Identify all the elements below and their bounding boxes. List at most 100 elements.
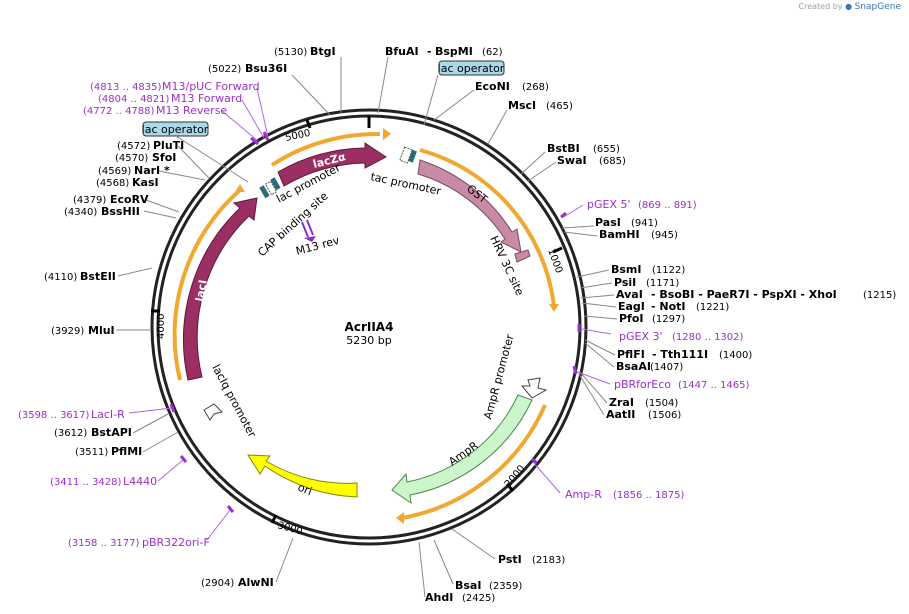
m13rev-primer-marks [301,219,316,242]
site-msci: MscI [508,99,536,112]
site-avai: AvaI [616,288,643,301]
site-kasi-pos: (4568) [96,178,129,189]
site-nari-pos: (4569) [98,166,131,177]
site-swai-pos: (685) [599,156,626,167]
leader-ampr-primer [532,461,561,494]
site-bstapi-pos: (3612) [54,428,87,439]
site-bstbi: BstBI [547,142,580,155]
tac-promoter-marker [408,149,417,163]
tick-3000 [270,514,278,524]
tick-5000 [305,119,312,129]
leader-bstbi [520,151,546,175]
site-mlui-pos: (3929) [51,326,84,337]
leader-aatii [578,373,605,416]
site-bsai-pos: (2359) [489,581,522,592]
m13rev-arrow [304,236,316,242]
leader-l4440 [157,459,184,482]
laci-label: lacI [193,279,210,303]
site-bstapi: BstAPI [91,426,132,439]
ori-feature [247,454,358,498]
leader-eagi [581,302,617,308]
leader-msci [487,109,508,145]
primer-m13fwd-pos: (4804 .. 4821) [98,94,170,105]
primer-ampr-pos: (1856 .. 1875) [613,490,685,501]
site-psti: PstI [498,553,522,566]
m13rev-mark-2 [306,219,314,236]
leader-pfoi [583,315,618,320]
site-avai-rest: - BsoBI - PaeR7I - PspXI - XhoI [651,288,837,301]
credit-brand: SnapGene [854,2,901,12]
site-sfoi: SfoI [152,151,176,164]
primer-pbr322: pBR322ori-F [142,536,210,549]
primer-tick-m13rev [250,136,259,146]
site-bsu36i: Bsu36I [245,62,287,75]
primer-pgex5: pGEX 5' [587,198,631,211]
orf-head-gst [549,304,559,312]
leader-bfuai [377,56,389,114]
lac-operator-left-box [142,121,209,137]
orf-arc-gst [419,148,556,308]
primer-pgex3-pos: (1280 .. 1302) [672,332,744,343]
leader-lines [116,56,618,598]
site-psti-pos: (2183) [532,555,565,566]
site-bfuai-sep: - [427,45,432,58]
site-mlui: MluI [88,324,115,337]
site-avai-pos: (1215) [863,290,896,301]
site-bsmi: BsmI [611,263,642,276]
site-bsu36i-pos: (5022) [208,64,241,75]
site-zrai: ZraI [609,396,634,409]
primer-pbrforeco: pBRforEco [614,378,671,391]
primer-pbrforeco-pos: (1447 .. 1465) [678,380,750,391]
leader-m13fwd [241,99,265,139]
site-pluti: PluTI [153,139,184,152]
orf-head-ampr [396,512,404,524]
primer-m13fwd: M13 Forward [171,92,242,105]
leader-m13puc [256,87,269,138]
primer-lacir: LacI-R [91,408,125,421]
tick-label-3000: 3000 [276,520,303,537]
snapgene-credit: Created by ● SnapGene [799,2,902,12]
leader-bsshii [143,210,177,219]
leader-swai [527,161,557,182]
primer-tick-lacir [169,403,176,413]
leader-bamhi [563,231,598,237]
site-aatii: AatII [606,408,635,421]
leader-econi [433,89,475,121]
leader-pbr322 [206,509,231,541]
site-ahdi-pos: (2425) [462,593,495,604]
lac-operator-marker [270,177,281,191]
laciq-promoter-arrow [203,403,223,421]
site-bsaai: BsaAI [616,360,651,373]
primer-m13puc: M13/pUC Forward [162,80,260,93]
laciq-promoter-label: lacIq promoter [209,362,259,440]
lacza-feature [277,142,387,187]
leader-m13rev [221,110,259,142]
credit-text: Created by [798,2,843,11]
primer-pgex5-pos: (869 .. 891) [638,200,697,211]
primer-m13puc-pos: (4813 .. 4835) [90,82,162,93]
orf-head-laci [235,184,245,192]
site-bsshii: BssHII [101,205,140,218]
site-aatii-pos: (1506) [648,410,681,421]
site-zrai-pos: (1504) [645,398,678,409]
orf-arc-laci [172,188,242,381]
leader-pgex5 [561,204,584,219]
site-pflfi-rest: - Tth111I [652,348,708,361]
orf-head-lacz [383,128,391,140]
site-eagi-pos: (1221) [696,302,729,313]
site-psii-pos: (1171) [646,278,679,289]
leader-ahdi [418,541,426,598]
leader-bstapi [132,413,169,434]
primer-pgex3: pGEX 3' [619,330,663,343]
leader-psti [451,528,496,560]
lac-promoter-marker [259,185,270,199]
tick-label-4000: 4000 [156,314,167,339]
site-pasi: PasI [595,216,621,229]
primer-l4440: L4440 [123,475,157,488]
snapgene-logo-icon: ● [845,2,853,11]
leader-bsmi [576,269,610,278]
lac-operator-top-label: lac operator [438,62,505,75]
leader-lacop-left [175,135,249,183]
leader-pgex3 [581,328,612,335]
tick-label-5000: 5000 [284,128,311,144]
